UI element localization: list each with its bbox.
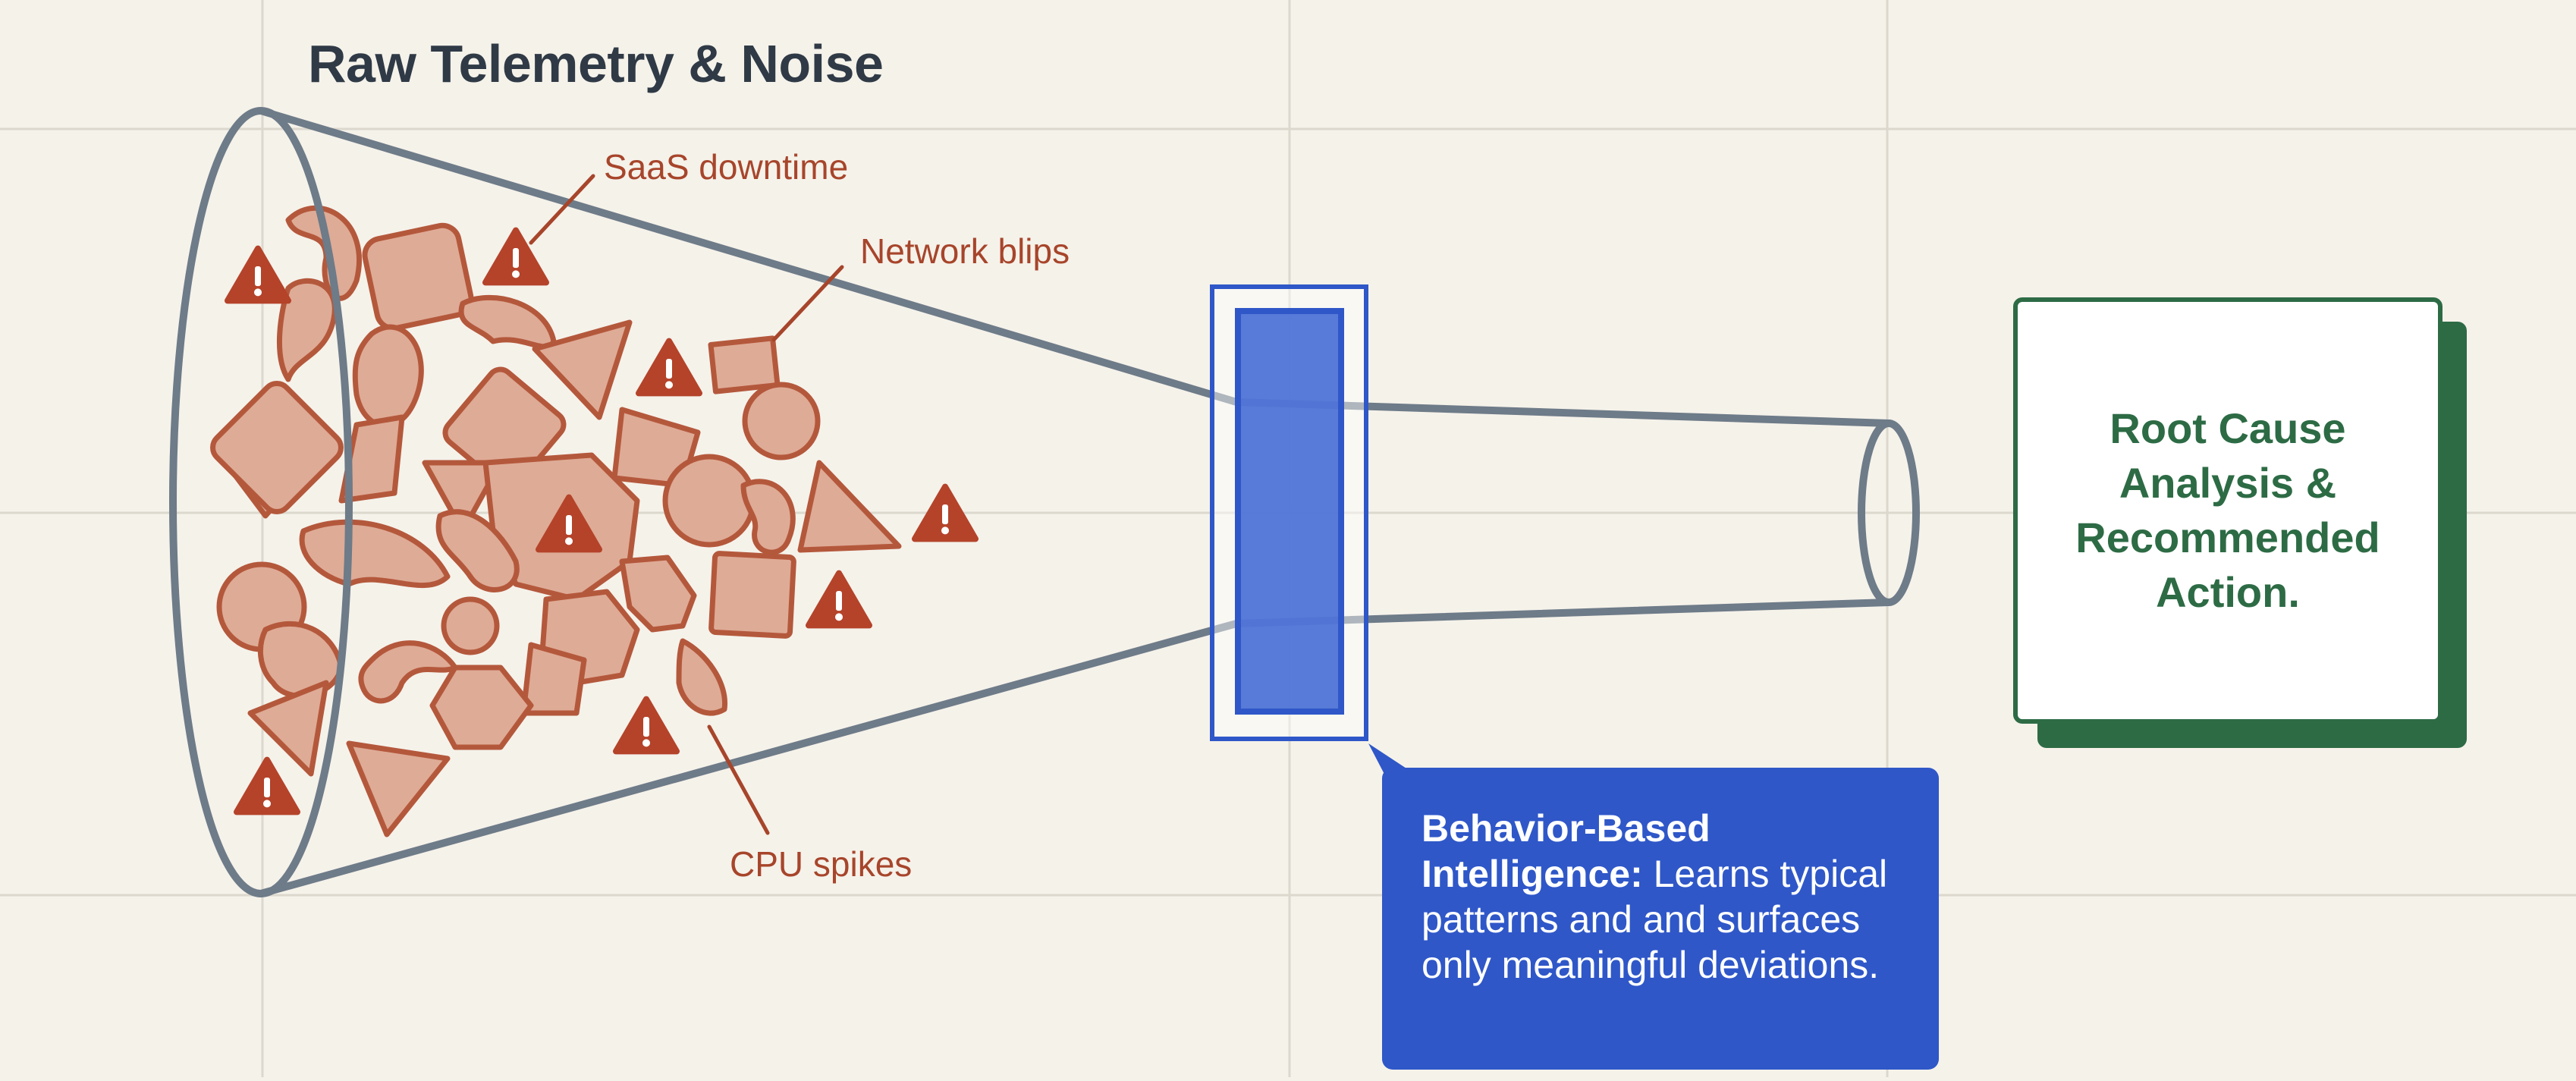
result-card: Root Cause Analysis & Recommended Action…	[2013, 297, 2442, 724]
label-leaders	[529, 174, 844, 835]
warning-triangle-icon	[636, 338, 702, 397]
callout-body: Learns typical patterns and and surfaces…	[1422, 853, 1888, 986]
callout-heading: Behavior-Based Intelligence:	[1422, 807, 1711, 895]
behavior-filter	[1210, 284, 1368, 741]
funnel-outline	[169, 107, 1920, 897]
warning-triangle-icon	[806, 570, 872, 629]
result-text: Root Cause Analysis & Recommended Action…	[2075, 404, 2380, 616]
label-saas-downtime: SaaS downtime	[604, 147, 849, 187]
warning-triangle-icon	[613, 696, 680, 755]
warning-triangle-icon	[482, 227, 549, 286]
label-network-blips: Network blips	[860, 231, 1070, 271]
warning-triangle-icon	[225, 245, 291, 304]
warning-triangle-icon	[536, 494, 602, 553]
label-cpu-spikes: CPU spikes	[730, 844, 913, 884]
warning-icons	[225, 227, 979, 815]
noise-shapes	[210, 205, 902, 837]
warning-triangle-icon	[912, 483, 979, 542]
warning-triangle-icon	[234, 756, 300, 815]
diagram-title: Raw Telemetry & Noise	[308, 34, 884, 93]
behavior-callout: Behavior-Based Intelligence: Learns typi…	[1382, 768, 1939, 1070]
